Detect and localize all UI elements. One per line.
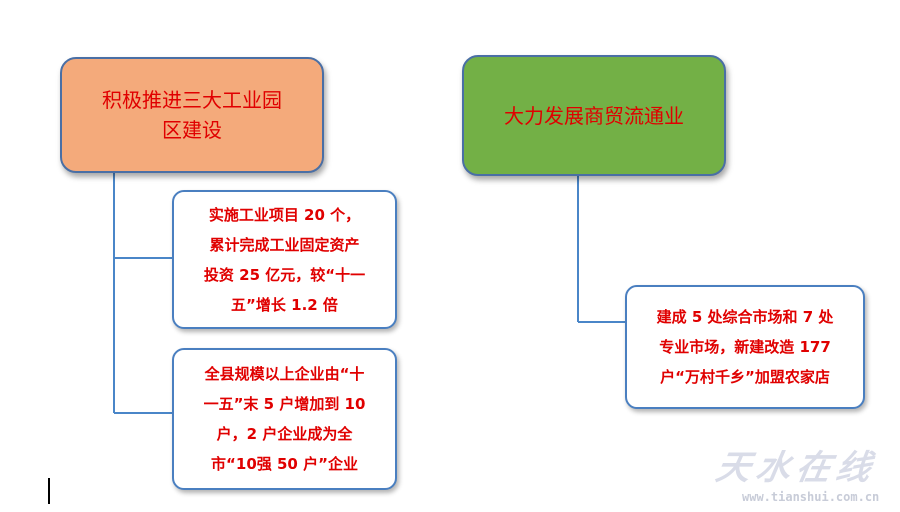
detail-line: 市“10强 50 户”企业 [211,455,358,473]
header-line: 区建设 [162,118,222,142]
detail-box-markets: 建成 5 处综合市场和 7 处 专业市场，新建改造 177 户“万村千乡”加盟农… [625,285,865,409]
text-cursor [48,478,50,504]
watermark-logo: 天水在线 [712,448,880,488]
header-line: 积极推进三大工业园 [102,88,282,112]
header-commerce-trade: 大力发展商贸流通业 [462,55,726,176]
header-line: 大力发展商贸流通业 [504,103,684,128]
detail-box-enterprises: 全县规模以上企业由“十 一五”末 5 户增加到 10 户，2 户企业成为全 市“… [172,348,397,490]
detail-line: 累计完成工业固定资产 [209,235,360,254]
header-industrial-parks-text: 积极推进三大工业园 区建设 [102,85,282,145]
detail-line: 全县规模以上企业由“十 [204,365,365,383]
detail-line: 户，2 户企业成为全 [216,425,353,443]
detail-line: 建成 5 处综合市场和 7 处 [656,308,834,326]
detail-line: 一五”末 5 户增加到 10 [203,395,366,413]
detail-line: 实施工业项目 20 个， [208,205,361,224]
detail-line: 专业市场，新建改造 177 [659,338,831,356]
detail-line: 五”增长 1.2 倍 [231,295,338,314]
detail-box-industrial-projects: 实施工业项目 20 个， 累计完成工业固定资产 投资 25 亿元，较“十一 五”… [172,190,397,329]
detail-line: 投资 25 亿元，较“十一 [203,265,366,284]
detail-line: 户“万村千乡”加盟农家店 [660,368,830,386]
watermark-url: www.tianshui.com.cn [742,490,880,504]
header-industrial-parks: 积极推进三大工业园 区建设 [60,57,324,173]
